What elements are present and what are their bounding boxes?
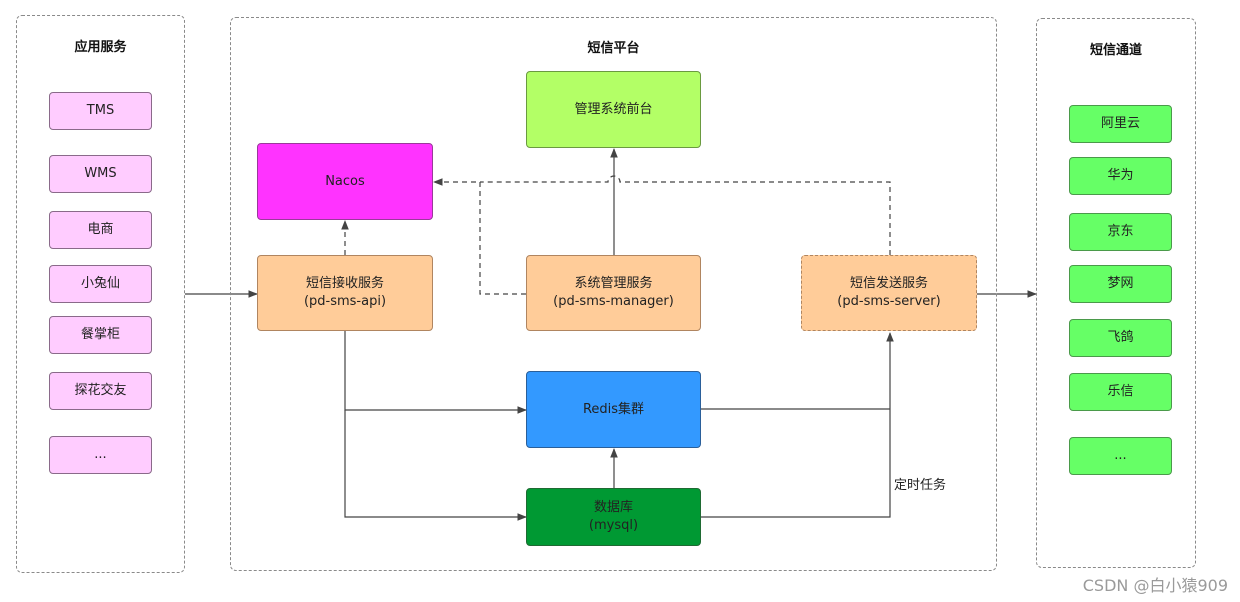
manager-service-name: 系统管理服务: [574, 276, 653, 291]
channel-node-label: 乐信: [1107, 384, 1134, 399]
receive-service-id: (pd-sms-api): [303, 294, 387, 309]
manager-service-node[interactable]: 系统管理服务 (pd-sms-manager): [526, 255, 701, 331]
channels-panel: 短信通道: [1036, 18, 1196, 568]
app-node[interactable]: WMS: [49, 155, 152, 193]
apps-panel: 应用服务: [16, 15, 185, 573]
app-node[interactable]: ...: [49, 436, 152, 474]
apps-panel-title: 应用服务: [74, 40, 127, 55]
channel-node[interactable]: 飞鸽: [1069, 319, 1172, 357]
database-id: (mysql): [588, 518, 639, 533]
channel-node[interactable]: 梦网: [1069, 265, 1172, 303]
admin-frontend-label: 管理系统前台: [574, 101, 653, 117]
redis-node[interactable]: Redis集群: [526, 371, 701, 448]
platform-panel: 短信平台: [230, 17, 997, 571]
app-node[interactable]: 电商: [49, 211, 152, 249]
app-node-label: TMS: [86, 103, 115, 118]
nacos-node[interactable]: Nacos: [257, 143, 433, 220]
app-node[interactable]: 小兔仙: [49, 265, 152, 303]
receive-service-name: 短信接收服务: [305, 276, 384, 291]
app-node[interactable]: 探花交友: [49, 372, 152, 410]
channel-node[interactable]: 阿里云: [1069, 105, 1172, 143]
channel-node[interactable]: 华为: [1069, 157, 1172, 195]
channel-node[interactable]: ...: [1069, 437, 1172, 475]
app-node-label: 餐掌柜: [80, 327, 120, 342]
edge-receive-to-database: [344, 410, 527, 521]
channel-node-label: 华为: [1107, 168, 1134, 183]
app-node-label: 小兔仙: [80, 276, 120, 291]
channel-node-label: 梦网: [1107, 276, 1134, 291]
manager-service-id: (pd-sms-manager): [553, 294, 674, 309]
channel-node[interactable]: 京东: [1069, 213, 1172, 251]
app-node-label: ...: [94, 447, 107, 462]
app-node[interactable]: 餐掌柜: [49, 316, 152, 354]
channel-node-label: 京东: [1107, 224, 1134, 239]
app-node-label: 电商: [87, 222, 114, 237]
send-service-id: (pd-sms-server): [837, 294, 941, 309]
edge-send-to-nacos: [480, 175, 891, 255]
channel-node-label: 阿里云: [1100, 116, 1140, 131]
send-service-node[interactable]: 短信发送服务 (pd-sms-server): [801, 255, 977, 331]
channel-node-label: 飞鸽: [1107, 330, 1134, 345]
app-node-label: WMS: [84, 166, 117, 181]
platform-panel-title: 短信平台: [587, 41, 640, 56]
database-node[interactable]: 数据库 (mysql): [526, 488, 701, 546]
watermark-text: CSDN @白小猿909: [1082, 576, 1228, 595]
nacos-label: Nacos: [325, 173, 365, 189]
redis-label: Redis集群: [582, 401, 645, 417]
channels-panel-title: 短信通道: [1089, 43, 1142, 58]
send-service-name: 短信发送服务: [849, 276, 928, 291]
app-node[interactable]: TMS: [49, 92, 152, 130]
app-node-label: 探花交友: [74, 383, 127, 398]
admin-frontend-node[interactable]: 管理系统前台: [526, 71, 701, 148]
edge-manager-to-nacos: [433, 178, 526, 295]
scheduled-task-label: 定时任务: [894, 478, 947, 493]
receive-service-node[interactable]: 短信接收服务 (pd-sms-api): [257, 255, 433, 331]
channel-node[interactable]: 乐信: [1069, 373, 1172, 411]
edge-database-to-send: [701, 332, 894, 518]
channel-node-label: ...: [1114, 448, 1127, 463]
database-name: 数据库: [593, 500, 633, 515]
